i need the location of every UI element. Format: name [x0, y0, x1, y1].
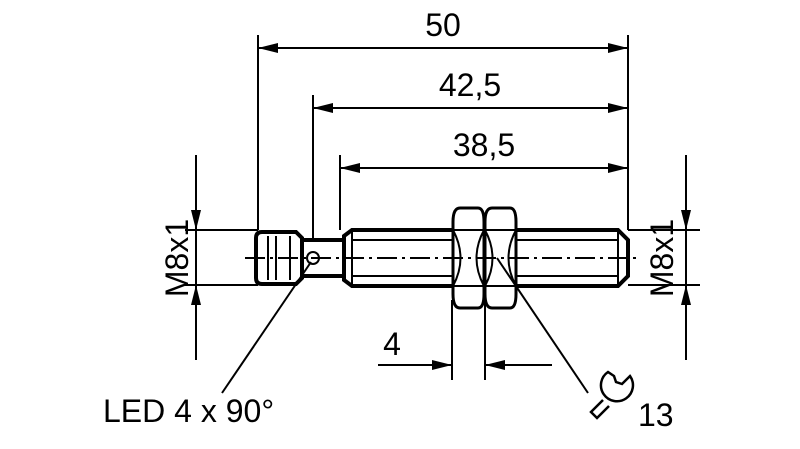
dim-length-from-led: 42,5 [439, 67, 501, 103]
wrench-size: 13 [638, 397, 674, 433]
dim-thread-length: 38,5 [453, 127, 515, 163]
leader-lines [221, 257, 589, 394]
dimension-lines [191, 43, 691, 370]
dim-thread-left: M8x1 [159, 219, 195, 297]
dim-nut-thickness: 4 [383, 326, 401, 362]
dim-overall-length: 50 [425, 7, 461, 43]
led-label: LED 4 x 90° [103, 393, 274, 429]
wrench-icon [589, 370, 635, 420]
dim-thread-right: M8x1 [644, 219, 680, 297]
